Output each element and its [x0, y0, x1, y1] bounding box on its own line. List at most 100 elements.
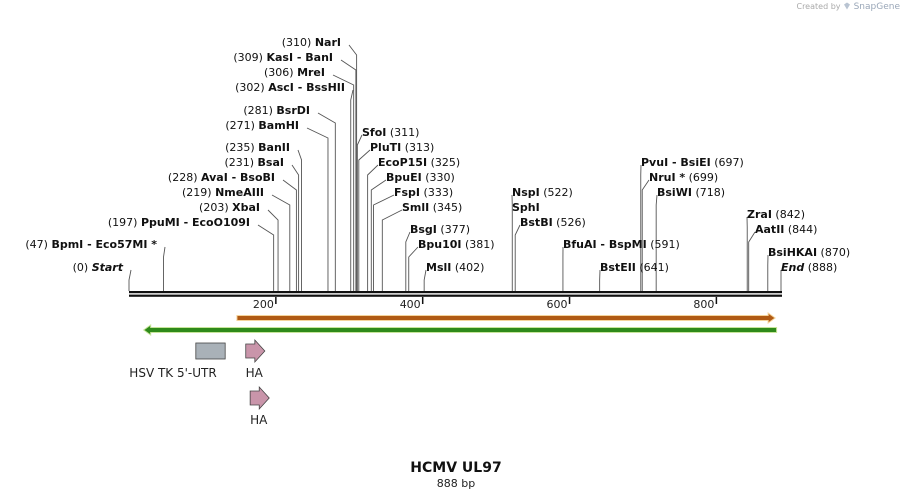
site-enzyme-name: NspI [512, 186, 540, 199]
primer-arrow-forward [236, 312, 776, 324]
site-label-text: BpuEI (330) [386, 171, 455, 184]
site-leader-line [267, 209, 279, 291]
site-leader-line [655, 194, 658, 291]
site-label-text: (310) NarI [282, 36, 341, 49]
site-leader-line [367, 164, 379, 291]
credit-brand: SnapGene [853, 2, 900, 12]
site-enzyme-name: Bpu10I [418, 238, 462, 251]
feature-utr-box [195, 342, 226, 360]
ruler-tick-label: 600 [547, 298, 568, 311]
site-position: (844) [788, 223, 818, 236]
site-label-text: BsiHKAI (870) [768, 246, 850, 259]
site-position: (333) [424, 186, 454, 199]
site-position: (699) [689, 171, 719, 184]
site-label-text: (228) AvaI - BsoBI [168, 171, 275, 184]
restriction-site-label: (197) PpuMI - EcoO109I [108, 216, 250, 229]
site-label-text: MslI (402) [426, 261, 484, 274]
site-leader-line [641, 179, 650, 291]
site-label-text: (302) AscI - BssHII [235, 81, 345, 94]
site-position: (526) [556, 216, 586, 229]
site-position: (325) [431, 156, 461, 169]
site-position: (228) [168, 171, 198, 184]
site-enzyme-name: BamHI [258, 119, 299, 132]
restriction-site-label: (235) BanII [225, 141, 290, 154]
site-enzyme-name: BpmI - Eco57MI * [51, 238, 157, 251]
site-label-text: (235) BanII [225, 141, 290, 154]
site-enzyme-name: End [781, 261, 804, 274]
restriction-site-label: NruI * (699) [649, 171, 718, 184]
site-enzyme-name: BsiWI [657, 186, 692, 199]
site-label-text: Bpu10I (381) [418, 238, 495, 251]
restriction-site-label: ZraI (842) [747, 208, 805, 221]
restriction-site-label: (231) BsaI [224, 156, 284, 169]
site-leader-line [358, 149, 371, 291]
site-leader-line [370, 179, 387, 291]
site-enzyme-name: BstBI [520, 216, 553, 229]
restriction-site-leaders [128, 44, 782, 291]
site-position: (718) [695, 186, 725, 199]
restriction-site-label: (309) KasI - BanI [233, 51, 333, 64]
site-position: (235) [225, 141, 255, 154]
site-position: (309) [233, 51, 263, 64]
primer-arrows [142, 312, 778, 336]
site-position: (197) [108, 216, 138, 229]
backbone-top-strand [129, 291, 782, 294]
site-enzyme-name: ZraI [747, 208, 772, 221]
site-label-text: (271) BamHI [225, 119, 299, 132]
site-label-text: ZraI (842) [747, 208, 805, 221]
restriction-site-label: (271) BamHI [225, 119, 299, 132]
site-label-text: NruI * (699) [649, 171, 718, 184]
site-enzyme-name: XbaI [232, 201, 260, 214]
restriction-site-label: (302) AscI - BssHII [235, 81, 345, 94]
site-leader-line [356, 134, 363, 291]
feature-label: HA [246, 366, 264, 380]
site-label-text: PluTI (313) [370, 141, 434, 154]
restriction-site-label: (203) XbaI [199, 201, 260, 214]
site-enzyme-name: BpuEI [386, 171, 422, 184]
site-position: (281) [243, 104, 273, 117]
site-leader-line [282, 179, 297, 291]
site-label-text: (309) KasI - BanI [233, 51, 333, 64]
site-position: (641) [639, 261, 669, 274]
site-leader-line [317, 112, 336, 291]
site-position: (345) [433, 201, 463, 214]
site-leader-line [291, 164, 300, 291]
site-position: (377) [440, 223, 470, 236]
site-label-text: (47) BpmI - Eco57MI * [25, 238, 157, 251]
site-position: (47) [25, 238, 48, 251]
snapgene-credit: Created by SnapGene [796, 2, 900, 12]
site-label-text: (197) PpuMI - EcoO109I [108, 216, 250, 229]
site-position: (302) [235, 81, 265, 94]
restriction-site-label: BsiWI (718) [657, 186, 725, 199]
site-enzyme-name: BanII [258, 141, 290, 154]
site-label-text: AatII (844) [755, 223, 817, 236]
site-label-text: FspI (333) [394, 186, 453, 199]
site-label-text: SphI [512, 201, 540, 214]
restriction-site-label: SphI [512, 201, 540, 214]
restriction-site-label: NspI (522) [512, 186, 573, 199]
site-label-text: BstEII (641) [600, 261, 669, 274]
site-enzyme-name: AatII [755, 223, 784, 236]
site-position: (402) [455, 261, 485, 274]
dna-backbone [129, 291, 782, 297]
site-label-text: NspI (522) [512, 186, 573, 199]
site-leader-line [350, 89, 354, 291]
site-leader-line [332, 74, 355, 291]
feature-label: HSV TK 5'-UTR [129, 366, 216, 380]
site-leader-line [423, 269, 427, 291]
site-leader-line [257, 224, 275, 291]
backbone-bottom-strand [129, 294, 782, 297]
site-enzyme-name: BsrDI [276, 104, 310, 117]
site-leader-line [405, 231, 411, 291]
site-position: (310) [282, 36, 312, 49]
site-enzyme-name: NarI [315, 36, 341, 49]
site-position: (381) [465, 238, 495, 251]
restriction-site-label: BstBI (526) [520, 216, 586, 229]
site-enzyme-name: FspI [394, 186, 420, 199]
site-enzyme-name: BsaI [258, 156, 284, 169]
site-label-text: (281) BsrDI [243, 104, 310, 117]
restriction-site-label: FspI (333) [394, 186, 453, 199]
site-label-text: End (888) [781, 261, 837, 274]
site-enzyme-name: BfuAI - BspMI [563, 238, 647, 251]
